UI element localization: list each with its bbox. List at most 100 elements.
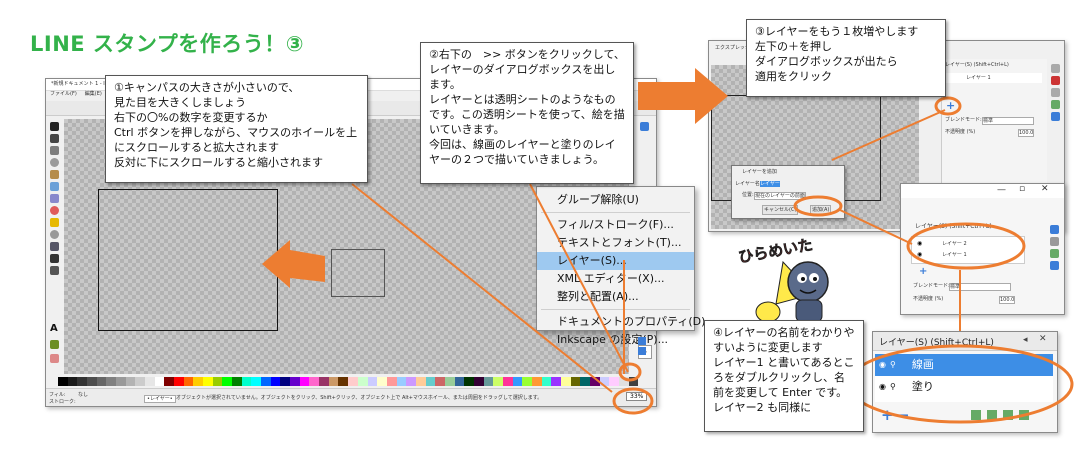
- dialog-apply-button[interactable]: 追加(A): [810, 205, 832, 215]
- measure-tool-icon[interactable]: [50, 170, 59, 179]
- palette-swatch[interactable]: [125, 377, 136, 386]
- shot5-layer-row-lineart[interactable]: ◉ ⚲ 線画: [875, 354, 1053, 376]
- menu-item-text-font[interactable]: テキストとフォント(T)...: [557, 236, 682, 249]
- zoom-field[interactable]: 33%: [626, 392, 648, 401]
- minimize-icon[interactable]: —: [997, 185, 1006, 195]
- spray-tool-icon[interactable]: [50, 340, 59, 349]
- shot4-blend-value[interactable]: 標準: [949, 283, 1011, 291]
- panel-icon[interactable]: [1050, 237, 1059, 246]
- panel-icon[interactable]: [1051, 100, 1060, 109]
- palette-swatch[interactable]: [444, 377, 455, 386]
- palette-swatch[interactable]: [599, 377, 610, 386]
- panel-icon[interactable]: [1050, 249, 1059, 258]
- palette-swatch[interactable]: [58, 377, 68, 386]
- palette-swatch[interactable]: [415, 377, 426, 386]
- pencil-tool-icon[interactable]: [50, 242, 59, 251]
- eraser-tool-icon[interactable]: [50, 354, 59, 363]
- color-palette[interactable]: [58, 377, 639, 386]
- guides-icon[interactable]: [638, 347, 646, 355]
- tweak-tool-icon[interactable]: [50, 146, 59, 155]
- shot5-add-layer-button[interactable]: +: [881, 406, 894, 424]
- palette-swatch[interactable]: [522, 377, 532, 386]
- palette-swatch[interactable]: [580, 377, 590, 386]
- zoom-tool-icon[interactable]: [50, 158, 59, 167]
- palette-swatch[interactable]: [551, 377, 561, 386]
- palette-swatch[interactable]: [328, 377, 339, 386]
- text-tool-icon[interactable]: A: [50, 323, 58, 334]
- shot3-add-layer-button[interactable]: +: [946, 99, 956, 112]
- ellipse-tool-icon[interactable]: [50, 206, 59, 215]
- snap-icon[interactable]: [640, 122, 649, 131]
- palette-swatch[interactable]: [174, 377, 184, 386]
- palette-swatch[interactable]: [357, 377, 368, 386]
- palette-swatch[interactable]: [348, 377, 358, 386]
- shot3-layer-row[interactable]: レイヤー 1: [944, 73, 1042, 83]
- dialog-position-select[interactable]: 現在のレイヤーの前面: [754, 192, 806, 200]
- palette-swatch[interactable]: [106, 377, 117, 386]
- shot5-remove-layer-button[interactable]: −: [897, 406, 910, 424]
- calligraphy-tool-icon[interactable]: [50, 266, 59, 275]
- 3dbox-tool-icon[interactable]: [50, 194, 59, 203]
- panel-icon[interactable]: [1051, 76, 1060, 85]
- palette-swatch[interactable]: [183, 377, 194, 386]
- palette-swatch[interactable]: [299, 377, 310, 386]
- palette-swatch[interactable]: [241, 377, 252, 386]
- star-tool-icon[interactable]: [50, 218, 59, 227]
- lock-icon[interactable]: ⚲: [889, 360, 896, 369]
- palette-swatch[interactable]: [280, 377, 291, 386]
- layer-bottom-icon[interactable]: [1019, 410, 1029, 420]
- panel-icon[interactable]: [1051, 112, 1060, 121]
- palette-swatch[interactable]: [154, 377, 165, 386]
- pen-tool-icon[interactable]: [50, 254, 59, 263]
- palette-swatch[interactable]: [319, 377, 329, 386]
- menu-item-ungroup[interactable]: グループ解除(U): [557, 193, 639, 206]
- panel-close-icon[interactable]: ✕: [1039, 334, 1047, 344]
- palette-swatch[interactable]: [435, 377, 445, 386]
- panel-icon[interactable]: [1050, 261, 1059, 270]
- palette-swatch[interactable]: [618, 377, 629, 386]
- palette-swatch[interactable]: [560, 377, 571, 386]
- palette-swatch[interactable]: [145, 377, 155, 386]
- palette-swatch[interactable]: [367, 377, 378, 386]
- eye-icon[interactable]: ◉: [917, 240, 923, 247]
- palette-swatch[interactable]: [232, 377, 242, 386]
- palette-swatch[interactable]: [87, 377, 97, 386]
- palette-swatch[interactable]: [338, 377, 349, 386]
- palette-swatch[interactable]: [483, 377, 494, 386]
- menu-item-align[interactable]: 整列と配置(A)...: [557, 290, 639, 303]
- shot4-add-layer-button[interactable]: +: [919, 266, 928, 277]
- layer-up-icon[interactable]: [987, 410, 997, 420]
- dialog-name-input[interactable]: レイヤー: [760, 181, 780, 187]
- shot4-opacity-value[interactable]: 100.0: [999, 296, 1016, 304]
- palette-swatch[interactable]: [464, 377, 474, 386]
- palette-swatch[interactable]: [531, 377, 542, 386]
- palette-swatch[interactable]: [386, 377, 397, 386]
- palette-swatch[interactable]: [493, 377, 503, 386]
- palette-swatch[interactable]: [541, 377, 552, 386]
- menu-item-preferences[interactable]: Inkscape の設定(P)...: [557, 333, 669, 346]
- panel-icon[interactable]: [1050, 225, 1059, 234]
- grid-icon[interactable]: [638, 337, 646, 345]
- palette-swatch[interactable]: [628, 377, 639, 386]
- palette-swatch[interactable]: [406, 377, 416, 386]
- palette-swatch[interactable]: [67, 377, 78, 386]
- palette-swatch[interactable]: [261, 377, 271, 386]
- palette-swatch[interactable]: [222, 377, 233, 386]
- palette-swatch[interactable]: [454, 377, 465, 386]
- node-tool-icon[interactable]: [50, 134, 59, 143]
- palette-swatch[interactable]: [502, 377, 513, 386]
- palette-swatch[interactable]: [96, 377, 107, 386]
- menu-file[interactable]: ファイル(F): [50, 91, 77, 97]
- palette-swatch[interactable]: [396, 377, 407, 386]
- palette-swatch[interactable]: [77, 377, 88, 386]
- menu-item-fill-stroke[interactable]: フィル/ストローク(F)...: [557, 218, 674, 231]
- palette-swatch[interactable]: [425, 377, 436, 386]
- panel-collapse-icon[interactable]: ◂: [1023, 335, 1028, 345]
- dialog-cancel-button[interactable]: キャンセル(C): [762, 205, 799, 215]
- palette-swatch[interactable]: [473, 377, 484, 386]
- shot3-blend-value[interactable]: 標準: [982, 117, 1034, 125]
- shot5-layer-row-fill[interactable]: ◉ ⚲ 塗り: [875, 376, 1053, 398]
- layer-selector[interactable]: •レイヤー•: [144, 395, 176, 403]
- eye-icon[interactable]: ◉: [917, 251, 923, 258]
- shot3-opacity-value[interactable]: 100.0: [1018, 129, 1035, 137]
